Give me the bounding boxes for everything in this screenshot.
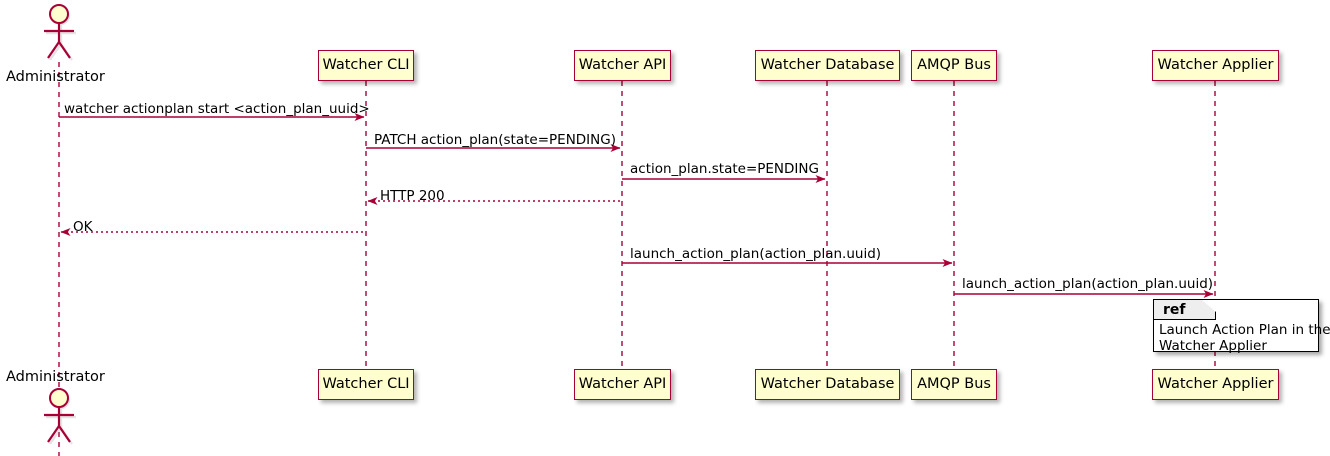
participant-box-watcher-applier-top[interactable]: Watcher Applier [1152,50,1279,81]
message-label-5: OK [73,219,92,235]
participant-label-watcher-applier-bottom: Watcher Applier [1157,376,1274,393]
participant-label-watcher-api: Watcher API [578,57,667,74]
actor-administrator-figure-top [44,4,76,61]
participant-box-amqp-bus-bottom[interactable]: AMQP Bus [911,369,997,400]
ref-fragment-keyword: ref [1163,302,1186,318]
message-label-7: launch_action_plan(action_plan.uuid) [962,276,1213,292]
message-label-3-text: action_plan.state=PENDING [630,161,819,177]
participant-label-watcher-database: Watcher Database [760,57,895,74]
ref-fragment-body: Launch Action Plan in the Watcher Applie… [1159,322,1330,354]
participant-label-watcher-cli: Watcher CLI [322,57,410,74]
participant-box-watcher-applier-bottom[interactable]: Watcher Applier [1152,369,1279,400]
ref-fragment-box[interactable]: ref Launch Action Plan in the Watcher Ap… [1153,299,1330,354]
participant-label-watcher-applier: Watcher Applier [1157,57,1274,74]
actor-label-text-bottom: Administrator [6,369,105,385]
actor-administrator-figure-bottom [44,388,76,445]
message-label-3: action_plan.state=PENDING [630,161,819,177]
message-label-1-text: watcher actionplan start <action_plan_uu… [64,101,370,117]
participant-box-watcher-cli-bottom[interactable]: Watcher CLI [318,369,414,400]
actor-label-administrator-bottom: Administrator [6,369,105,385]
message-arrows [59,113,1214,298]
participant-box-watcher-cli-top[interactable]: Watcher CLI [318,50,414,81]
message-label-4-text: HTTP 200 [380,188,445,204]
message-label-2-text: PATCH action_plan(state=PENDING) [374,132,616,148]
message-label-2: PATCH action_plan(state=PENDING) [374,132,616,148]
message-label-7-text: launch_action_plan(action_plan.uuid) [962,276,1214,292]
participant-box-amqp-bus-top[interactable]: AMQP Bus [911,50,997,81]
participant-label-watcher-cli-bottom: Watcher CLI [322,376,410,393]
actor-label-text-top: Administrator [6,69,105,85]
participant-box-watcher-database-bottom[interactable]: Watcher Database [755,369,900,400]
participant-box-watcher-api-top[interactable]: Watcher API [574,50,671,81]
ref-fragment-line-2: Watcher Applier [1159,338,1267,354]
message-label-5-text: OK [73,219,93,235]
message-label-1: watcher actionplan start <action_plan_uu… [64,101,370,117]
participant-box-watcher-api-bottom[interactable]: Watcher API [574,369,671,400]
ref-fragment-line-1: Launch Action Plan in the [1159,322,1330,338]
actor-label-administrator-top: Administrator [6,69,105,85]
message-label-4: HTTP 200 [380,188,445,204]
participant-label-amqp-bus-bottom: AMQP Bus [917,376,991,393]
participant-label-watcher-api-bottom: Watcher API [578,376,667,393]
message-label-6-text: launch_action_plan(action_plan.uuid) [630,246,882,262]
participant-label-amqp-bus: AMQP Bus [917,57,991,74]
participant-box-watcher-database-top[interactable]: Watcher Database [755,50,900,81]
participant-label-watcher-database-bottom: Watcher Database [760,376,895,393]
message-label-6: launch_action_plan(action_plan.uuid) [630,246,881,262]
